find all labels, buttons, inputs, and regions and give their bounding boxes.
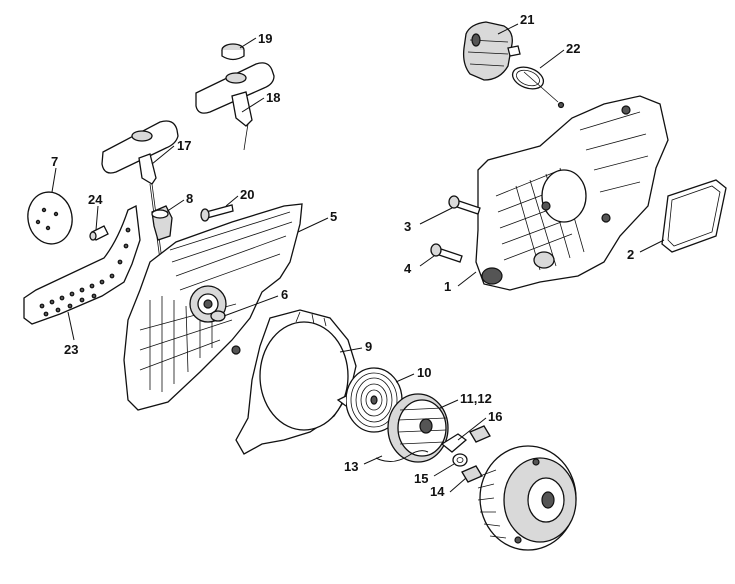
callout-18: 18 (266, 90, 280, 105)
callout-21: 21 (520, 12, 534, 27)
callout-10: 10 (417, 365, 431, 380)
callout-16: 16 (488, 409, 502, 424)
part-20-screw (200, 204, 234, 222)
leader-lines (51, 23, 665, 493)
part-18-starter-grip (195, 62, 275, 151)
callout-4: 4 (404, 261, 412, 276)
callout-6: 6 (281, 287, 288, 302)
part-7-disc (27, 191, 73, 245)
callout-8: 8 (186, 191, 193, 206)
callout-1: 1 (444, 279, 451, 294)
callout-14: 14 (430, 484, 445, 499)
part-24-screw (89, 225, 109, 241)
part-11-12-rope-rotor (387, 393, 449, 463)
callout-2: 2 (627, 247, 634, 262)
callout-3: 3 (404, 219, 411, 234)
pawl-upper (469, 425, 491, 443)
part-10-rewind-spring (336, 367, 403, 433)
callout-17: 17 (177, 138, 191, 153)
part-1-crankcase (475, 95, 669, 291)
callout-15: 15 (414, 471, 428, 486)
callout-22: 22 (566, 41, 580, 56)
part-4-screw (430, 243, 463, 263)
part-2-gasket (661, 179, 727, 253)
part-13-rope (375, 450, 429, 462)
callout-9: 9 (365, 339, 372, 354)
part-14-pawl (461, 465, 483, 483)
callout-5: 5 (330, 209, 337, 224)
callout-23: 23 (64, 342, 78, 357)
callout-24: 24 (88, 192, 103, 207)
callout-7: 7 (51, 154, 58, 169)
part-17-starter-grip (101, 120, 179, 185)
part-19-cap (221, 43, 245, 61)
part-6-pin (210, 310, 226, 322)
part-9-baffle (235, 309, 357, 455)
part-21-ignition-component (462, 21, 521, 81)
flywheel (477, 445, 577, 551)
part-23-screen-plate (23, 205, 141, 325)
callout-labels: 1 2 3 4 5 6 7 8 9 10 11,12 13 14 15 16 1… (51, 12, 634, 499)
part-8-rope-guide (151, 205, 173, 241)
part-3-screw (448, 195, 481, 215)
part-22-o-ring (511, 66, 565, 109)
callout-19: 19 (258, 31, 272, 46)
callout-13: 13 (344, 459, 358, 474)
part-15-washer (452, 453, 468, 467)
callout-11-12: 11,12 (460, 391, 492, 406)
callout-20: 20 (240, 187, 254, 202)
